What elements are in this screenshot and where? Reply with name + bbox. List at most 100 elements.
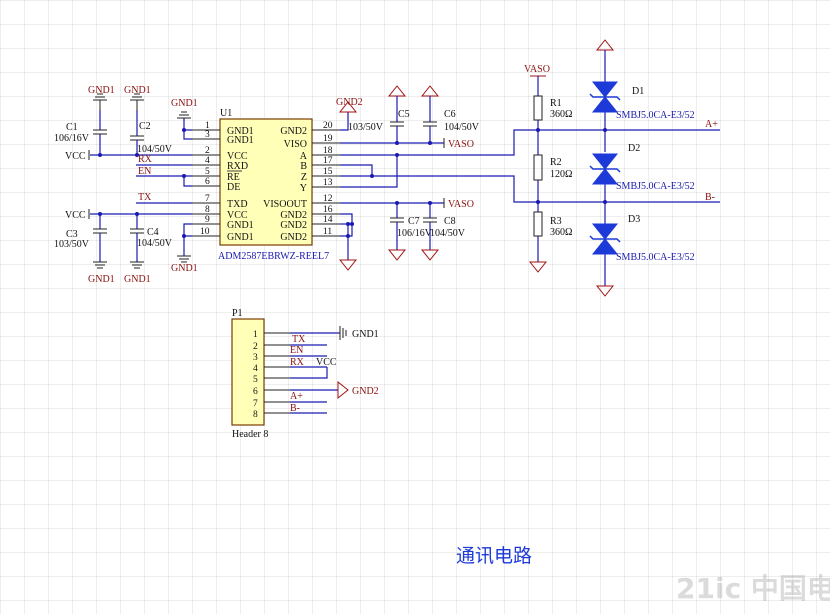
cap-c6[interactable]: C6 104/50V [420,85,480,143]
c1-ref: C1 [66,122,78,133]
u1-pin20-name: GND2 [280,126,307,137]
u1-pin1-name: GND1 [227,126,254,137]
header-net-en: EN [290,345,303,356]
cap-c4[interactable]: C4 104/50V [130,214,173,262]
u1-pin14-num: 14 [323,215,333,225]
gnd1-symbol-c2: GND1 [124,85,151,110]
vaso-port-bottom: VASO [443,198,474,210]
tvs-diode-d3[interactable]: D3 SMBJ5.0CA-E3/52 [589,214,695,263]
resistor-r3[interactable]: R3 360Ω [533,211,572,238]
vaso-label-bottom: VASO [448,199,474,210]
u1-pin18-name: A [300,151,308,162]
gnd1-symbol-u1-top: GND1 [171,98,198,119]
u1-pin7-num: 7 [205,194,210,204]
header-net-rx: RX [290,357,305,368]
u1-pin15-name: Z [301,172,307,183]
u1-pin17-num: 17 [323,156,333,166]
c3-value: 103/50V [54,239,90,250]
d2-ref: D2 [628,143,640,154]
header-pin-6: 6 [253,387,258,397]
u1-pin11-num: 11 [323,227,332,237]
u1-pin7-name: TXD [227,199,248,210]
c8-ref: C8 [444,216,456,227]
u1-pin3-name: GND1 [227,135,254,146]
ic-u1[interactable]: U1 ADM2587EBRWZ-REEL7 1 3 2 4 5 6 7 8 9 … [192,108,340,262]
gnd1-label-c3: GND1 [88,274,115,285]
u1-pin5-num: 5 [205,167,210,177]
header-wiring [290,332,340,414]
u1-pin10-num: 10 [200,227,210,237]
u1-pin15-num: 15 [323,167,333,177]
r1-ref: R1 [550,98,562,109]
header-net-a-plus: A+ [290,391,303,402]
u1-pin12-num: 12 [323,194,333,204]
gnd1-symbol-u1-bottom: GND1 [171,255,198,274]
r2-value: 120Ω [550,169,572,180]
u1-pin20-num: 20 [323,121,333,131]
header-p1[interactable]: P1 Header 8 1 2 3 4 5 6 7 8 [231,308,290,440]
header-body [231,318,265,426]
c2-value: 104/50V [137,144,173,155]
u1-pin12-name: VISOOUT [263,199,307,210]
c3-ref: C3 [66,229,78,240]
watermark-logo: 21ic 中国电子网 [676,572,830,605]
r3-ref: R3 [550,216,562,227]
c4-value: 104/50V [137,238,173,249]
tvs-diode-d2[interactable]: D2 SMBJ5.0CA-E3/52 [589,143,695,192]
c6-ref: C6 [444,109,456,120]
u1-pin16-name: GND2 [280,210,307,221]
gnd1-label-c2: GND1 [124,85,151,96]
header-part: Header 8 [232,429,268,440]
gnd1-label-header: GND1 [352,329,379,340]
cap-c2[interactable]: C2 104/50V [130,110,173,155]
header-pin-2: 2 [253,342,258,352]
vaso-label-top: VASO [448,139,474,150]
d3-ref: D3 [628,214,640,225]
u1-pin13-name: Y [300,183,307,194]
gnd2-symbol-top: GND2 [336,97,363,113]
u1-pin8-name: VCC [227,210,248,221]
header-net-b-minus: B- [290,403,300,414]
u1-pin4-name: RXD [227,161,248,172]
cap-c1[interactable]: C1 106/16V [54,110,107,155]
d2-part: SMBJ5.0CA-E3/52 [616,181,695,192]
resistor-r1[interactable]: R1 360Ω [533,95,572,121]
r3-value: 360Ω [550,227,572,238]
tvs-diode-d1[interactable]: D1 SMBJ5.0CA-E3/52 [589,81,695,121]
res-network: VASO [524,64,550,273]
net-rx: RX [138,154,153,165]
gnd2-label-top: GND2 [336,97,363,108]
u1-pin19-num: 19 [323,134,333,144]
d1-ref: D1 [632,86,644,97]
header-net-vcc: VCC [316,357,337,368]
d3-part: SMBJ5.0CA-E3/52 [616,252,695,263]
u1-pin19-name: VISO [284,139,307,150]
u1-pin18-num: 18 [323,146,333,156]
u1-pin3-num: 3 [205,130,210,140]
header-pin-4: 4 [253,364,258,374]
gnd1-label-u1-top: GND1 [171,98,198,109]
u1-pin9-num: 9 [205,215,210,225]
d1-part: SMBJ5.0CA-E3/52 [616,110,695,121]
r2-ref: R2 [550,157,562,168]
net-a-plus: A+ [705,119,718,130]
vaso-port-top: VASO [443,138,474,150]
cap-c8[interactable]: C8 104/50V [420,203,466,261]
u1-pin2-num: 2 [205,146,210,156]
net-b-minus: B- [705,192,715,203]
resistor-r2[interactable]: R2 120Ω [533,154,572,181]
c6-value: 104/50V [444,122,480,133]
c7-value: 106/16V [397,228,433,239]
schematic-title: 通讯电路 [456,545,532,567]
net-tx: TX [138,192,152,203]
watermark-text: 21ic 中国电子网 [676,572,830,605]
cap-c3[interactable]: C3 103/50V [54,214,107,262]
c7-ref: C7 [408,216,420,227]
c5-value: 103/50V [348,122,384,133]
gnd1-symbol-header: GND1 [339,326,379,340]
cap-c5[interactable]: C5 103/50V [348,85,410,143]
c5-ref: C5 [398,109,410,120]
cap-c7[interactable]: C7 106/16V [387,203,433,261]
